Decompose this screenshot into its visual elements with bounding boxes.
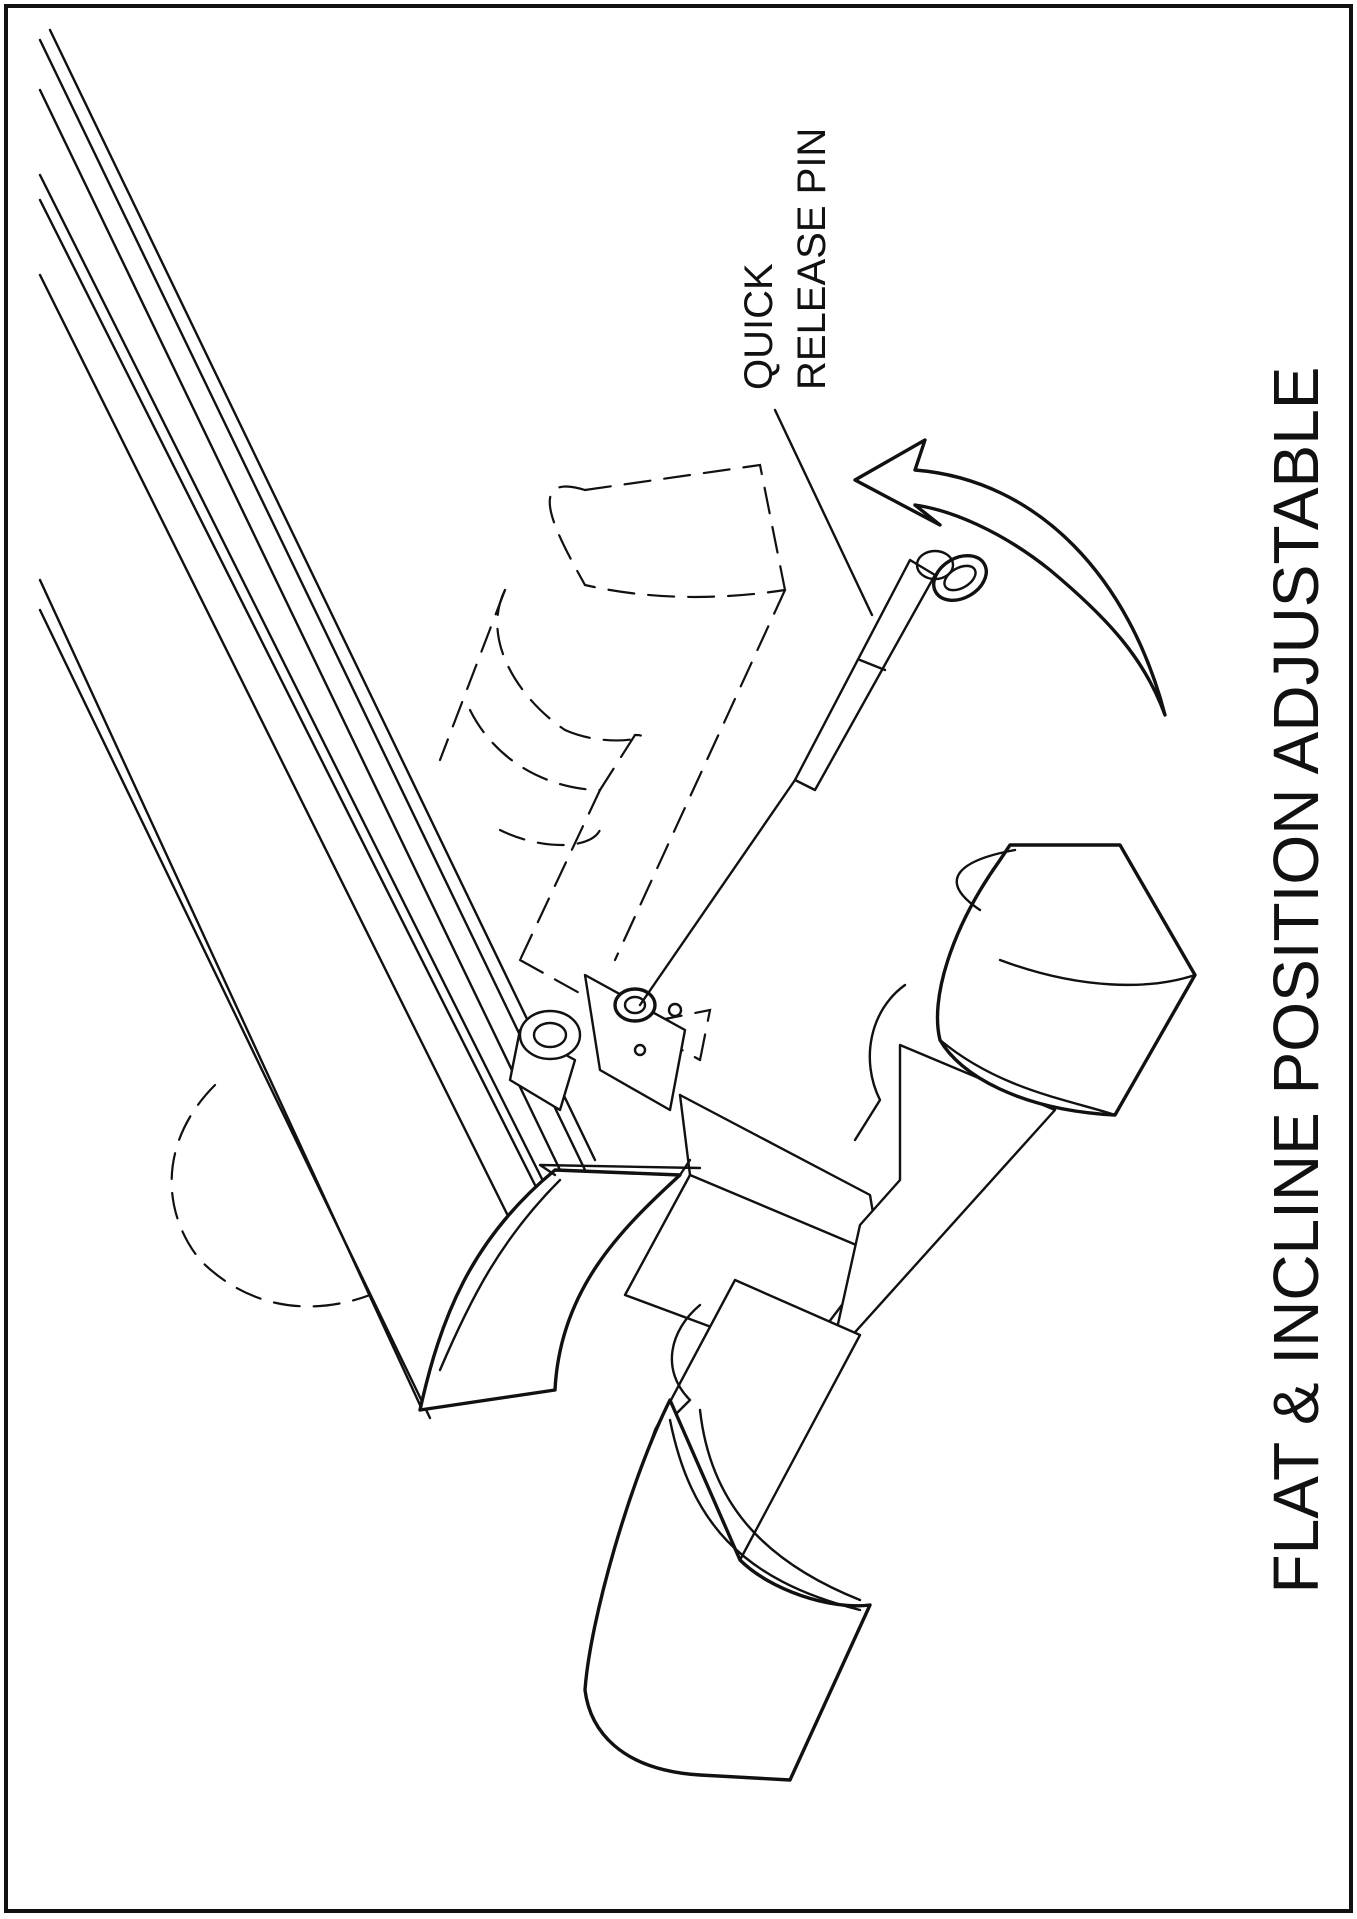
rotation-arrow: [853, 438, 1167, 717]
pin-bracket: [583, 973, 687, 1112]
roller-assembly: [583, 843, 1197, 1782]
pin-leader-line: [773, 408, 874, 617]
rail-beam: [38, 28, 702, 1420]
pin-ring: [932, 554, 988, 602]
quick-release-pin: [638, 549, 988, 1007]
label-quick: QUICK: [737, 263, 781, 390]
label-release-pin: RELEASE PIN: [790, 128, 834, 390]
caption-flat-incline: FLAT & INCLINE POSITION ADJUSTABLE: [1260, 367, 1332, 1594]
mounting-tube: [508, 1009, 582, 1112]
diagram-frame: [4, 4, 1353, 1913]
